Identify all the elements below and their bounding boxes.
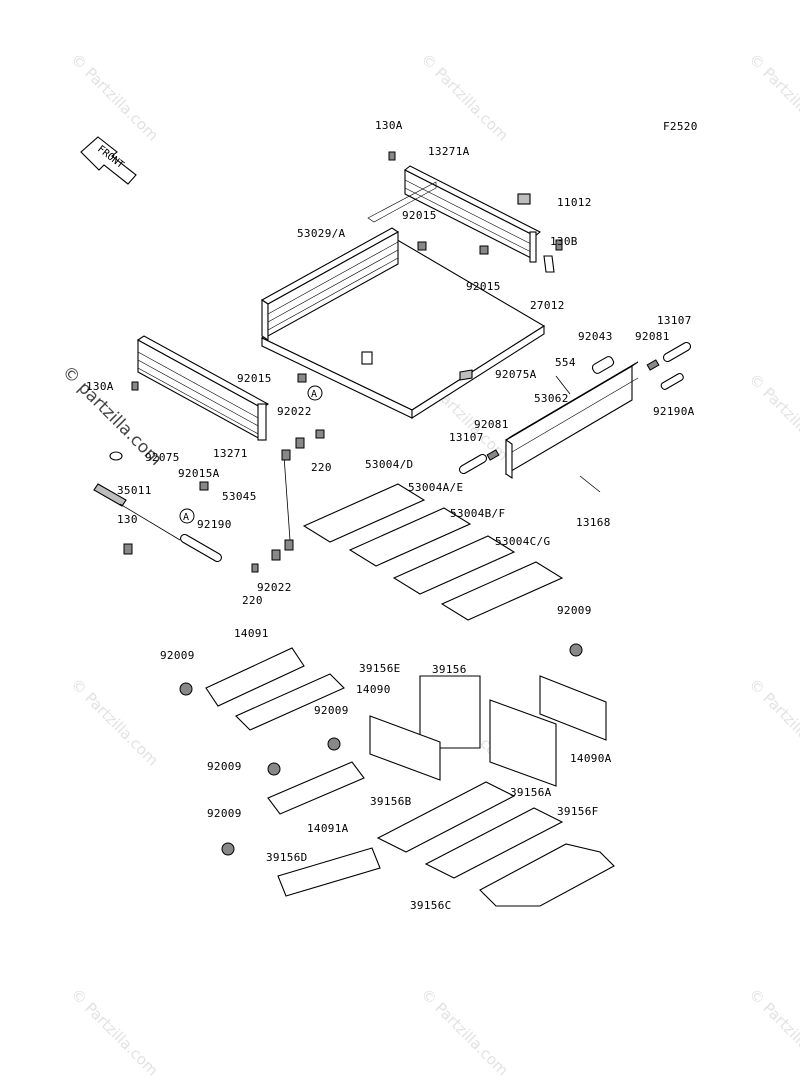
part-label: 39156C	[410, 899, 452, 912]
part-label: 13107	[657, 314, 692, 327]
part-label: 92190	[197, 518, 232, 531]
part-label: 14090	[356, 683, 391, 696]
part-label: 92009	[160, 649, 195, 662]
part-label: 53029/A	[297, 227, 346, 240]
part-label: 14091	[234, 627, 269, 640]
part-label: 13271A	[428, 145, 470, 158]
cargo-bed	[260, 227, 546, 420]
svg-text:A: A	[183, 512, 189, 523]
front-arrow-icon: FRONT	[80, 136, 137, 185]
part-label: 92022	[277, 405, 312, 418]
part-label: 220	[242, 594, 263, 607]
part-label: 92009	[314, 704, 349, 717]
part-label: 92009	[207, 807, 242, 820]
part-label: 14090A	[570, 752, 612, 765]
parts-diagram: © Partzilla.com © Partzilla.com © Partzi…	[58, 50, 800, 1080]
part-label: 92081	[474, 418, 509, 431]
part-label: 92015A	[178, 467, 220, 480]
part-label: 39156E	[359, 662, 401, 675]
hardware	[93, 151, 692, 573]
part-label: 92015	[466, 280, 501, 293]
part-label: 53004/D	[365, 458, 414, 471]
part-label: 39156A	[510, 786, 552, 799]
part-label: 92075	[145, 451, 180, 464]
svg-text:A: A	[311, 389, 317, 400]
part-label: 14091A	[307, 822, 349, 835]
part-label: 92009	[557, 604, 592, 617]
callout-a-upper: A	[307, 385, 323, 401]
callout-a-lower: A	[179, 508, 195, 524]
figure-code: F2520	[663, 120, 698, 133]
part-label: 130A	[86, 380, 114, 393]
part-label: 39156B	[370, 795, 412, 808]
part-label: 27012	[530, 299, 565, 312]
exploded-view-drawing: FRONT	[80, 136, 692, 907]
part-label: 130A	[375, 119, 403, 132]
part-label: 554	[555, 356, 576, 369]
part-label: 92190A	[653, 405, 695, 418]
part-label: 39156F	[557, 805, 599, 818]
part-label: 92015	[237, 372, 272, 385]
part-label: 53004B/F	[450, 507, 506, 520]
part-label: 92022	[257, 581, 292, 594]
part-label: 92009	[207, 760, 242, 773]
lower-panels	[179, 643, 615, 907]
tailgate-53062	[505, 361, 639, 480]
part-label: 39156	[432, 663, 467, 676]
part-label: 220	[311, 461, 332, 474]
rail-13271a	[367, 165, 542, 263]
rail-13271	[136, 335, 270, 441]
part-label: 13168	[576, 516, 611, 529]
part-label: 130	[117, 513, 138, 526]
part-label: 92081	[635, 330, 670, 343]
part-label: 53045	[222, 490, 257, 503]
part-label: 92043	[578, 330, 613, 343]
part-label: 92015	[402, 209, 437, 222]
mats-53004	[302, 483, 564, 621]
part-label: 53004C/G	[495, 535, 551, 548]
part-label: 39156D	[266, 851, 308, 864]
part-label: 53004A/E	[408, 481, 464, 494]
part-label: 11012	[557, 196, 592, 209]
part-label: 53062	[534, 392, 569, 405]
part-label: 92075A	[495, 368, 537, 381]
part-label: 130B	[550, 235, 578, 248]
part-label: 35011	[117, 484, 152, 497]
part-label: 13107	[449, 431, 484, 444]
part-label: 13271	[213, 447, 248, 460]
